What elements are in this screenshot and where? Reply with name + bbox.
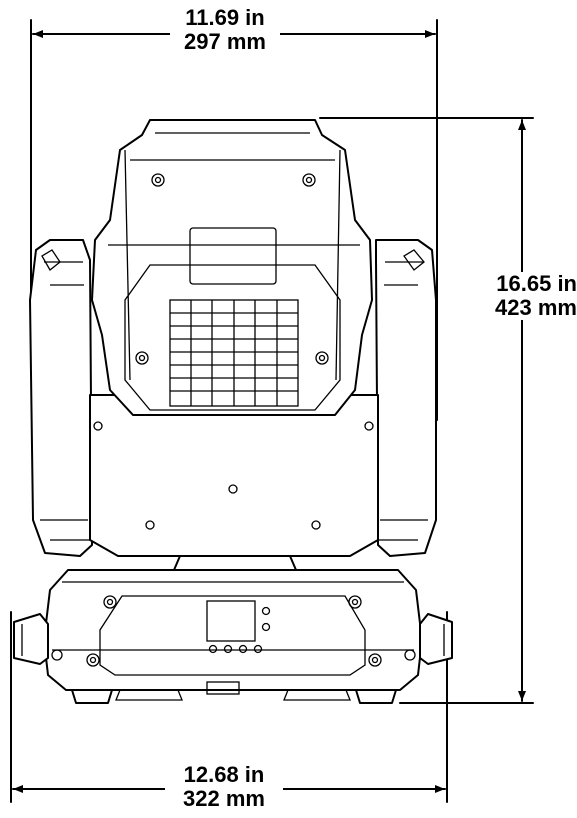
base-screws bbox=[51, 595, 416, 667]
head-front-cover bbox=[124, 264, 341, 411]
width-bottom-imperial: 12.68 in bbox=[183, 762, 265, 787]
width-top-metric: 297 mm bbox=[184, 29, 266, 54]
height-imperial: 16.65 in bbox=[496, 271, 577, 296]
head-screws bbox=[135, 173, 329, 365]
width-top-imperial: 11.69 in bbox=[185, 5, 265, 30]
width-bottom-label: 12.68 in 322 mm bbox=[165, 763, 283, 811]
head-housing bbox=[91, 119, 373, 416]
led-indicator-1 bbox=[261, 606, 271, 616]
base-handle-left bbox=[13, 613, 49, 665]
led-indicator-2 bbox=[261, 622, 271, 632]
base-handle-right bbox=[419, 613, 453, 665]
height-metric: 423 mm bbox=[495, 295, 577, 320]
head-label-plate bbox=[189, 227, 277, 285]
base bbox=[13, 569, 453, 704]
moving-head bbox=[91, 119, 373, 416]
yoke-right-handle-notch bbox=[403, 249, 425, 271]
base-feet bbox=[71, 681, 397, 704]
vent-grille bbox=[169, 299, 299, 407]
menu-buttons bbox=[208, 644, 263, 654]
yoke-neck bbox=[173, 555, 297, 571]
height-label: 16.65 in 423 mm bbox=[470, 272, 577, 320]
yoke-arm-left bbox=[29, 239, 93, 557]
width-top-label: 11.69 in 297 mm bbox=[170, 6, 280, 54]
yoke-left-handle-notch bbox=[41, 249, 61, 271]
lcd-display bbox=[206, 600, 256, 642]
width-bottom-metric: 322 mm bbox=[183, 786, 265, 811]
yoke-crossbar bbox=[89, 394, 379, 557]
yoke-arm-right bbox=[375, 239, 437, 557]
yoke-screws bbox=[93, 421, 374, 530]
